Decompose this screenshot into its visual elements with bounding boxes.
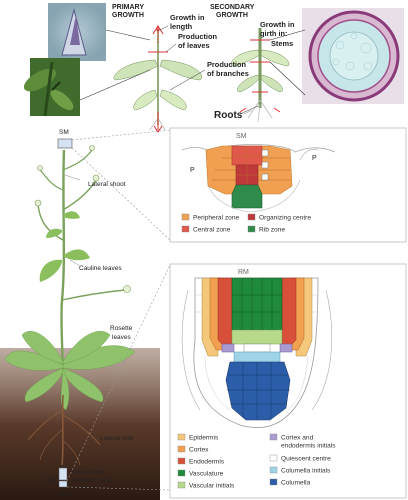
production-of-leaves-1: Production — [178, 32, 217, 41]
sm-legend-swatch-rib — [247, 225, 256, 233]
lateral-root-init-label-2: initiation zone — [72, 477, 112, 484]
rm-legend-swatch-cortex-endo-initials — [269, 433, 278, 441]
soil-background — [0, 348, 160, 500]
production-of-branches-2: of branches — [207, 69, 249, 78]
sm-legend-rib: Rib zone — [259, 227, 285, 234]
growth-in-girth-2: girth in: — [260, 29, 288, 38]
lateral-root-label: Lateral root — [100, 435, 133, 442]
rm-label: RM — [60, 491, 70, 498]
rm-legend-swatch-endodermis — [177, 457, 186, 465]
secondary-growth-title-1: SECONDARY — [210, 4, 255, 11]
lateral-shoot-label: Lateral shoot — [88, 181, 126, 188]
stems-label: Stems — [271, 39, 293, 48]
secondary-growth-title-2: GROWTH — [216, 12, 248, 19]
mz-label: MZ — [46, 477, 55, 484]
sm-legend-swatch-peripheral — [181, 213, 190, 221]
stem-cross-section-micrograph — [302, 8, 404, 104]
roots-label: Roots — [214, 110, 243, 121]
sm-panel-title: SM — [236, 133, 247, 140]
rosette-label-1: Rosette — [110, 325, 133, 332]
plant-sm-label: SM — [59, 129, 69, 136]
growth-in-girth-1: Growth in — [260, 20, 295, 29]
growth-in-length-1: Growth in — [170, 13, 205, 22]
sm-legend-central: Central zone — [193, 227, 231, 234]
sm-legend-organizing: Organizing centre — [259, 215, 311, 222]
primary-growth-title-2: GROWTH — [112, 12, 144, 19]
arabidopsis-plant — [4, 138, 136, 488]
rm-legend-cortex: Cortex — [189, 447, 209, 454]
rm-legend-columella-initials: Columella initials — [281, 468, 331, 475]
rm-legend: Epidermis Cortex Endodermis Vasculature … — [177, 433, 336, 490]
sm-legend-swatch-organizing — [247, 213, 256, 221]
sm-legend-peripheral: Peripheral zone — [193, 215, 240, 222]
sm-legend: Peripheral zone Organizing centre Centra… — [181, 213, 311, 234]
rm-panel: RM — [169, 263, 407, 499]
sm-p-right: P — [312, 155, 317, 162]
rm-legend-swatch-vasculature — [177, 469, 186, 477]
lateral-bud-photo — [23, 58, 80, 117]
rm-legend-swatch-cortex — [177, 445, 186, 453]
sm-p-left: P — [190, 167, 195, 174]
shoot-apex-micrograph — [48, 3, 106, 61]
production-of-leaves-2: of leaves — [178, 41, 210, 50]
sm-panel: SM P P P — [169, 127, 407, 243]
rm-legend-vasculature: Vasculature — [189, 471, 224, 478]
primary-growth-title-1: PRIMARY — [112, 4, 144, 11]
rm-panel-title: RM — [238, 269, 249, 276]
rm-legend-swatch-vascular-initials — [177, 481, 186, 489]
rm-legend-swatch-epidermis — [177, 433, 186, 441]
growth-in-length-2: length — [170, 22, 193, 31]
rm-legend-columella: Columella — [281, 480, 311, 487]
rosette-label-2: leaves — [112, 334, 132, 341]
rm-legend-swatch-quiescent — [269, 454, 278, 462]
rm-legend-epidermis: Epidermis — [189, 435, 219, 442]
cauline-leaves-label: Cauline leaves — [79, 265, 122, 272]
production-of-branches-1: Production — [207, 60, 246, 69]
primary-growth-seedling — [113, 25, 202, 133]
lateral-root-init-label-1: Lateral root — [72, 469, 105, 476]
rm-legend-quiescent: Quiescent centre — [281, 456, 331, 463]
secondary-growth-seedling — [230, 28, 290, 123]
rm-legend-vascular-initials: Vascular initials — [189, 483, 235, 490]
sm-legend-swatch-central — [181, 225, 190, 233]
rm-legend-swatch-columella-initials — [269, 466, 278, 474]
rm-legend-endodermis: Endodermis — [189, 459, 225, 466]
rm-legend-swatch-columella — [269, 478, 278, 486]
